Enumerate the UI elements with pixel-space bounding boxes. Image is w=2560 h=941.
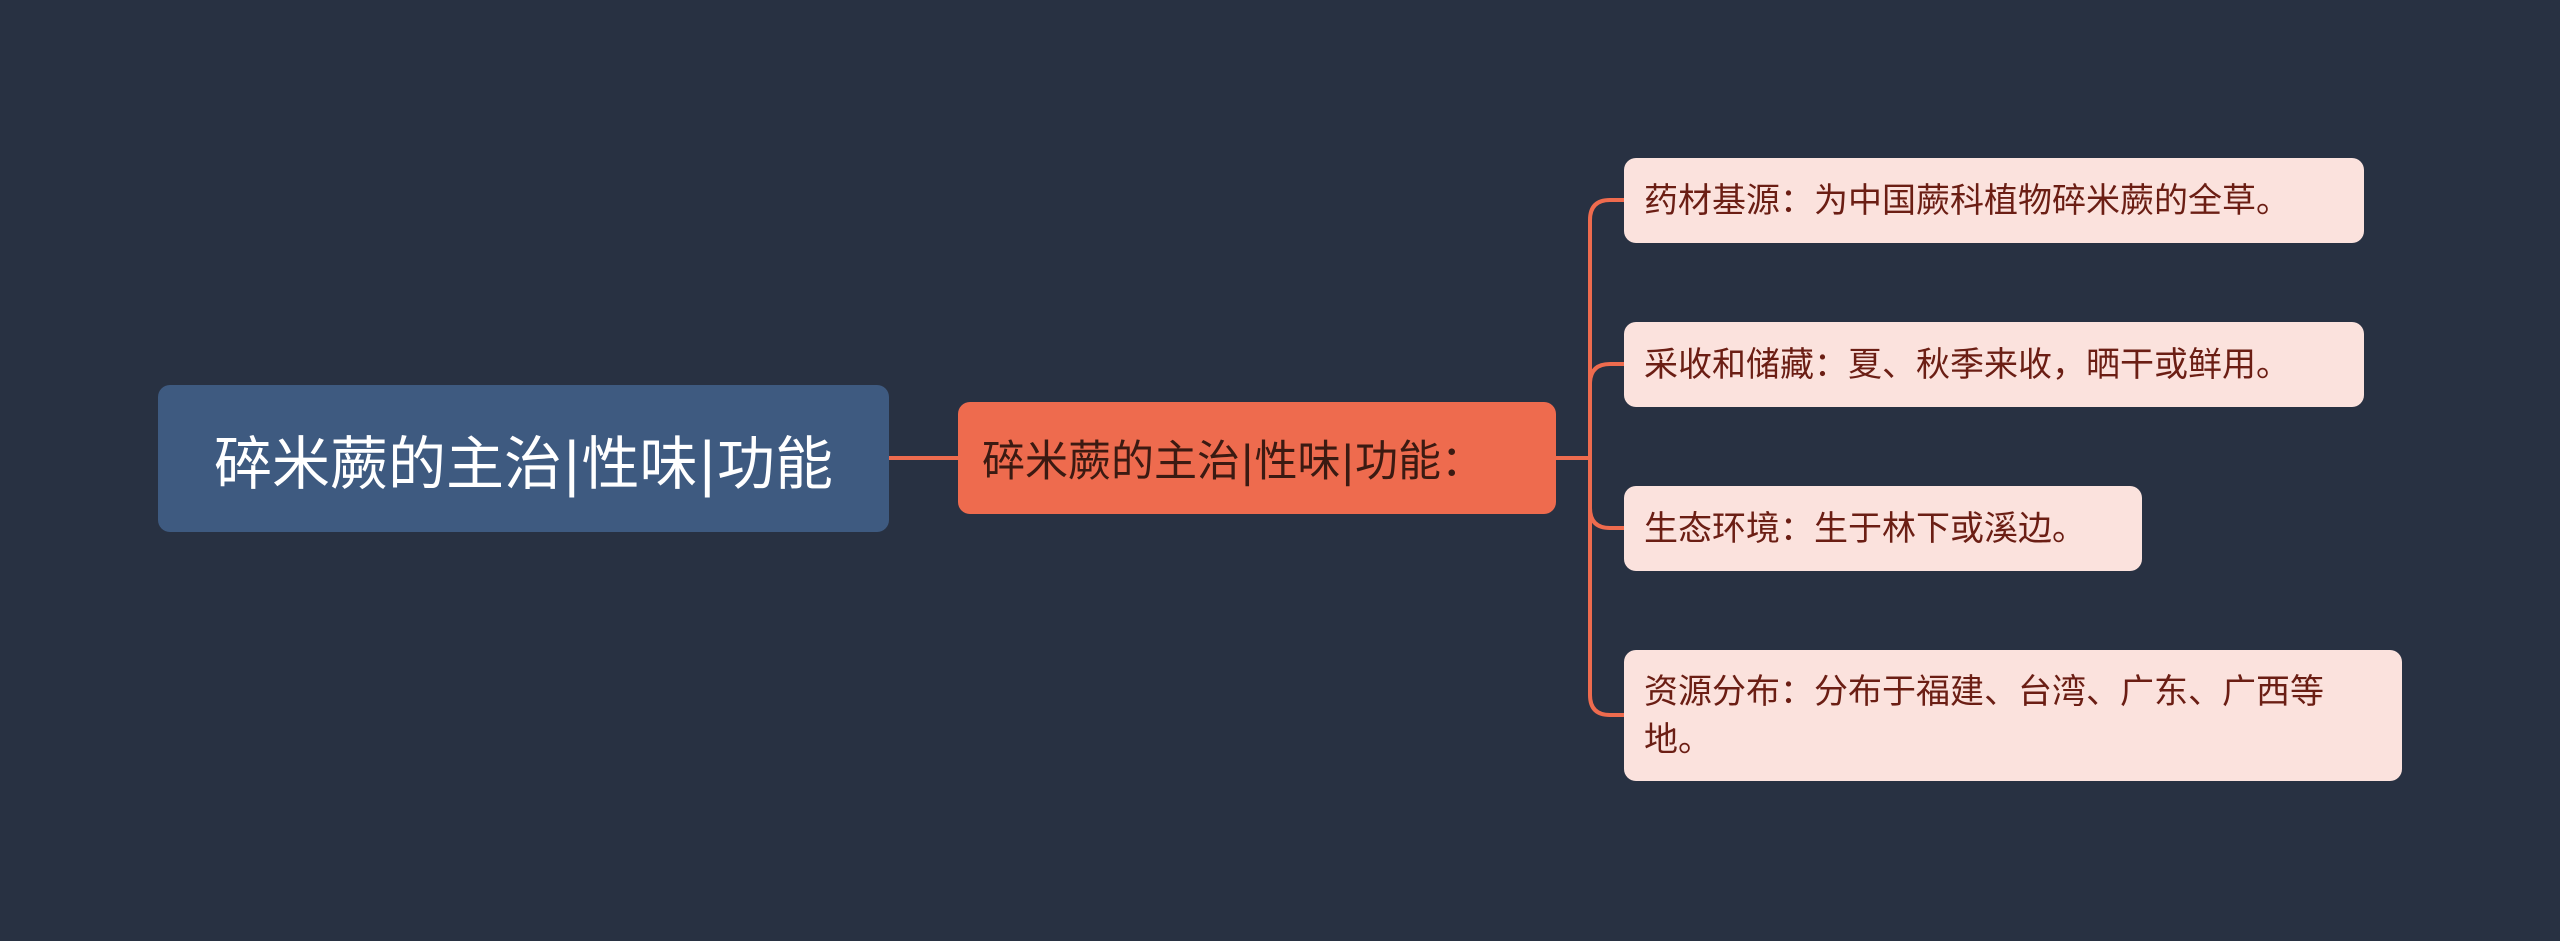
leaf-topic-label: 药材基源：为中国蕨科植物碎米蕨的全草。 — [1644, 180, 2290, 221]
root-topic-node[interactable]: 碎米蕨的主治|性味|功能 — [158, 385, 889, 532]
leaf-topic-source[interactable]: 药材基源：为中国蕨科植物碎米蕨的全草。 — [1624, 158, 2364, 243]
leaf-topic-label: 生态环境：生于林下或溪边。 — [1644, 508, 2086, 549]
root-topic-label: 碎米蕨的主治|性味|功能 — [213, 429, 834, 498]
leaf-topic-distribution[interactable]: 资源分布：分布于福建、台湾、广东、广西等地。 — [1624, 650, 2402, 781]
branch-topic-node[interactable]: 碎米蕨的主治|性味|功能： — [958, 402, 1556, 514]
trunk-to-leaf-connector-3 — [1588, 458, 1624, 717]
leaf-topic-habitat[interactable]: 生态环境：生于林下或溪边。 — [1624, 486, 2142, 571]
leaf-topic-label: 资源分布：分布于福建、台湾、广东、广西等地。 — [1644, 671, 2324, 760]
trunk-to-leaf-connector-0 — [1588, 198, 1624, 458]
trunk-to-leaf-connector-2 — [1588, 458, 1624, 530]
leaf-topic-label: 采收和储藏：夏、秋季来收，晒干或鲜用。 — [1644, 344, 2290, 385]
trunk-to-leaf-connector-1 — [1588, 362, 1624, 458]
branch-topic-label: 碎米蕨的主治|性味|功能： — [982, 437, 1484, 487]
leaf-topic-harvest[interactable]: 采收和储藏：夏、秋季来收，晒干或鲜用。 — [1624, 322, 2364, 407]
